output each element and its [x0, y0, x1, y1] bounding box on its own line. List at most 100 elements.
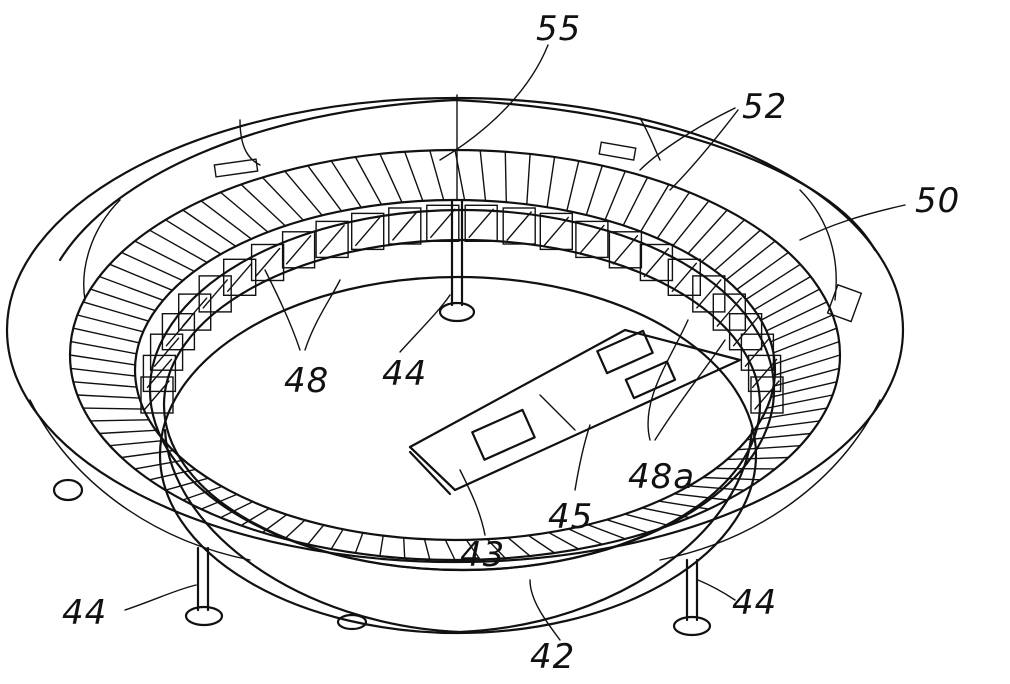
- label-44-center: 44: [382, 354, 427, 394]
- louver-slat: [507, 537, 531, 557]
- louver-slat: [754, 420, 821, 431]
- panel-hatch: [181, 297, 208, 327]
- louver-slat: [760, 288, 821, 321]
- louver-slat: [82, 407, 145, 410]
- louver-slat: [429, 149, 445, 201]
- louver-slat: [656, 191, 691, 240]
- label-45: 45: [548, 497, 593, 537]
- louver-slat: [604, 170, 626, 221]
- outer-louver-ring: [68, 148, 842, 562]
- louver-slat: [354, 156, 383, 206]
- louver-slat: [640, 183, 670, 233]
- panel-window: [426, 204, 460, 243]
- panel-window: [750, 376, 784, 414]
- panel-hatch: [254, 247, 281, 278]
- louver-slat: [546, 156, 556, 208]
- louver-slat: [567, 528, 603, 546]
- panel-window: [747, 354, 782, 393]
- panel-hatch: [643, 247, 670, 278]
- panel-hatch: [468, 208, 494, 239]
- panel-window: [502, 207, 536, 245]
- louver-slat: [622, 176, 649, 227]
- panel-window: [250, 243, 285, 282]
- panel-window: [149, 333, 184, 371]
- base-disk: [158, 275, 758, 635]
- louver-slat: [504, 151, 507, 203]
- louver-slat: [566, 160, 580, 212]
- louver-slat: [134, 240, 196, 273]
- panel-window: [351, 212, 385, 251]
- louver-slat: [404, 151, 424, 202]
- louver-slat: [72, 327, 140, 344]
- louver-slat: [736, 251, 790, 291]
- louver-slat: [89, 419, 150, 422]
- panel-hatch: [226, 262, 253, 292]
- panel-hatch: [543, 216, 569, 247]
- louver-slat: [72, 381, 138, 388]
- louver-slat: [766, 394, 834, 409]
- louver-slat: [688, 485, 746, 491]
- panel-hatch: [612, 235, 639, 265]
- label-48: 48: [284, 361, 329, 401]
- louver-slat: [261, 176, 305, 222]
- panel-window: [315, 220, 349, 259]
- louver-slat: [774, 340, 840, 365]
- label-55: 55: [536, 9, 581, 49]
- louver-slat: [486, 538, 506, 559]
- panel-hatch: [319, 224, 345, 255]
- louver-slat: [284, 519, 306, 540]
- panel-window: [740, 333, 775, 371]
- panel-hatch: [671, 262, 697, 292]
- panel-window: [608, 231, 643, 269]
- louver-slat: [219, 501, 254, 519]
- louver-slat: [701, 219, 746, 263]
- louver-slat: [765, 301, 828, 332]
- outer-shell: [5, 96, 905, 564]
- louver-slat: [82, 301, 150, 322]
- louver-slat: [687, 209, 728, 255]
- panel-hatch: [716, 297, 742, 327]
- louver-slat: [726, 456, 790, 461]
- panel-hatch: [744, 337, 771, 367]
- label-44-left: 44: [62, 593, 107, 633]
- panel-window: [667, 258, 701, 296]
- louver-slat: [745, 263, 801, 301]
- panel-window: [142, 354, 177, 393]
- label-44-right: 44: [732, 583, 777, 623]
- louver-slat: [479, 149, 487, 202]
- louver-slat: [713, 229, 762, 272]
- louver-slat: [774, 354, 841, 376]
- louver-slat: [673, 493, 728, 501]
- louver-slat: [465, 539, 481, 561]
- louver-slat: [702, 476, 762, 481]
- louver-slat: [423, 538, 431, 561]
- louver-slat: [240, 183, 286, 227]
- label-42: 42: [530, 637, 575, 677]
- louver-slat: [624, 513, 670, 527]
- louver-slat: [108, 439, 165, 447]
- panel-hatch: [579, 224, 605, 255]
- panel-window: [281, 231, 316, 269]
- panel-hatch: [355, 216, 381, 247]
- louver-slat: [587, 524, 626, 540]
- louver-slat: [526, 153, 531, 206]
- louver-slat: [444, 539, 456, 561]
- louver-slat: [354, 532, 364, 554]
- louver-slat: [120, 449, 174, 459]
- louver-slat: [672, 200, 710, 247]
- louver-slat: [182, 485, 223, 501]
- panel-hatch: [430, 208, 456, 239]
- leader-lines: [124, 44, 906, 641]
- louver-slat: [725, 240, 776, 281]
- louver-slat: [736, 445, 801, 451]
- panel-window: [198, 275, 232, 313]
- louver-slat: [108, 263, 174, 291]
- louver-slat: [772, 327, 838, 354]
- louver-slat: [219, 191, 269, 233]
- support-legs: [52, 478, 712, 637]
- panel-hatch: [146, 358, 173, 389]
- louver-slat: [200, 200, 253, 240]
- louver-slat: [548, 531, 580, 550]
- louver-slat: [307, 164, 343, 212]
